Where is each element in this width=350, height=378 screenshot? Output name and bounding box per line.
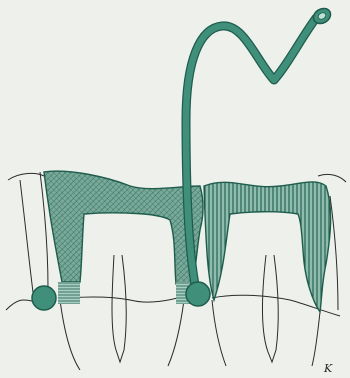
- gingival-ball-left: [32, 286, 56, 310]
- gingival-ball-middle: [186, 282, 210, 306]
- left-crown: [44, 171, 203, 304]
- artist-signature: K: [323, 362, 333, 375]
- right-crown: [204, 182, 331, 312]
